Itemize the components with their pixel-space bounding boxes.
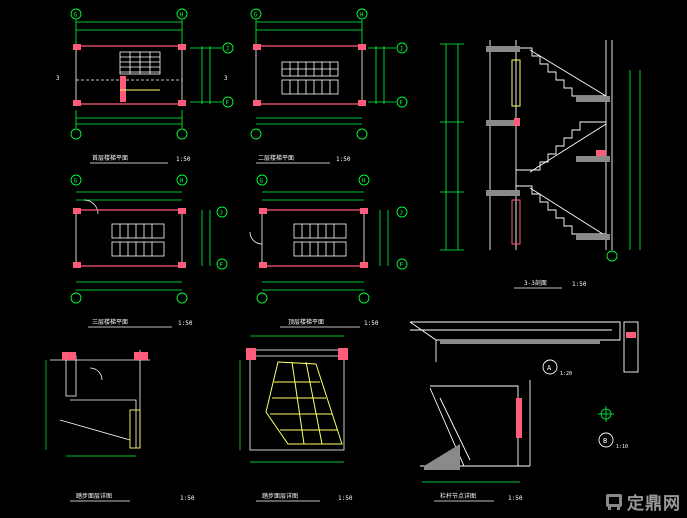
plan-mid-right (249, 174, 408, 304)
watermark-text: 定鼎网 (627, 493, 681, 514)
grid-axis-label: H (360, 12, 364, 19)
detail-scale-bottom-mid: 1:50 (338, 495, 353, 502)
plan-scale-top-right: 1:50 (336, 156, 351, 163)
detail-marker-b: B 1:10 (598, 406, 628, 450)
plan-top-right (250, 8, 408, 140)
grid-axis-label: G (74, 178, 78, 185)
svg-text:1:10: 1:10 (616, 444, 628, 450)
grid-axis-label: J (400, 210, 404, 217)
plan-mid-left (70, 174, 228, 304)
svg-text:A: A (547, 364, 552, 372)
ding-logo-icon (606, 494, 622, 510)
grid-axis-label: F (220, 262, 224, 269)
grid-axis-label: J (226, 46, 230, 53)
section-3-3 (440, 40, 641, 262)
grid-axis-label: F (226, 100, 230, 107)
detail-bottom-mid (239, 335, 348, 463)
detail-title-bottom-mid: 踏步面层详图 (262, 492, 298, 500)
grid-axis-label: G (254, 12, 258, 19)
plan-scale-mid-left: 1:50 (178, 320, 193, 327)
section-title: 3-3剖面 (524, 279, 547, 287)
detail-railing (409, 321, 639, 483)
plan-title-top-left: 首层楼梯平面 (92, 154, 128, 162)
svg-text:3: 3 (56, 75, 60, 82)
plan-top-left: 3 3 (56, 8, 234, 140)
grid-axis-label: J (220, 210, 224, 217)
svg-text:B: B (603, 437, 607, 445)
grid-axis-label: H (180, 178, 184, 185)
grid-axis-label: H (180, 12, 184, 19)
detail-title-bottom-left: 踏步面层详图 (76, 492, 112, 500)
plan-title-mid-left: 三层楼梯平面 (92, 318, 128, 326)
watermark: 定鼎网 (604, 490, 681, 514)
detail-title-bottom-right: 栏杆节点详图 (440, 492, 476, 500)
detail-bottom-left (45, 350, 150, 457)
grid-axis-label: F (400, 100, 404, 107)
grid-axis-label: F (400, 262, 404, 269)
grid-axis-label: G (74, 12, 78, 19)
svg-text:1:20: 1:20 (560, 371, 572, 377)
detail-scale-bottom-right: 1:50 (508, 495, 523, 502)
grid-axis-label: H (362, 178, 366, 185)
svg-text:3: 3 (224, 75, 228, 82)
section-scale: 1:50 (572, 281, 587, 288)
grid-axis-label: J (400, 46, 404, 53)
plan-title-top-right: 二层楼梯平面 (258, 154, 294, 162)
plan-scale-top-left: 1:50 (176, 156, 191, 163)
detail-scale-bottom-left: 1:50 (180, 495, 195, 502)
detail-marker-a: A 1:20 (542, 359, 572, 377)
plan-scale-mid-right: 1:50 (364, 320, 379, 327)
grid-axis-label: G (260, 178, 264, 185)
plan-title-mid-right: 顶层楼梯平面 (288, 318, 324, 326)
